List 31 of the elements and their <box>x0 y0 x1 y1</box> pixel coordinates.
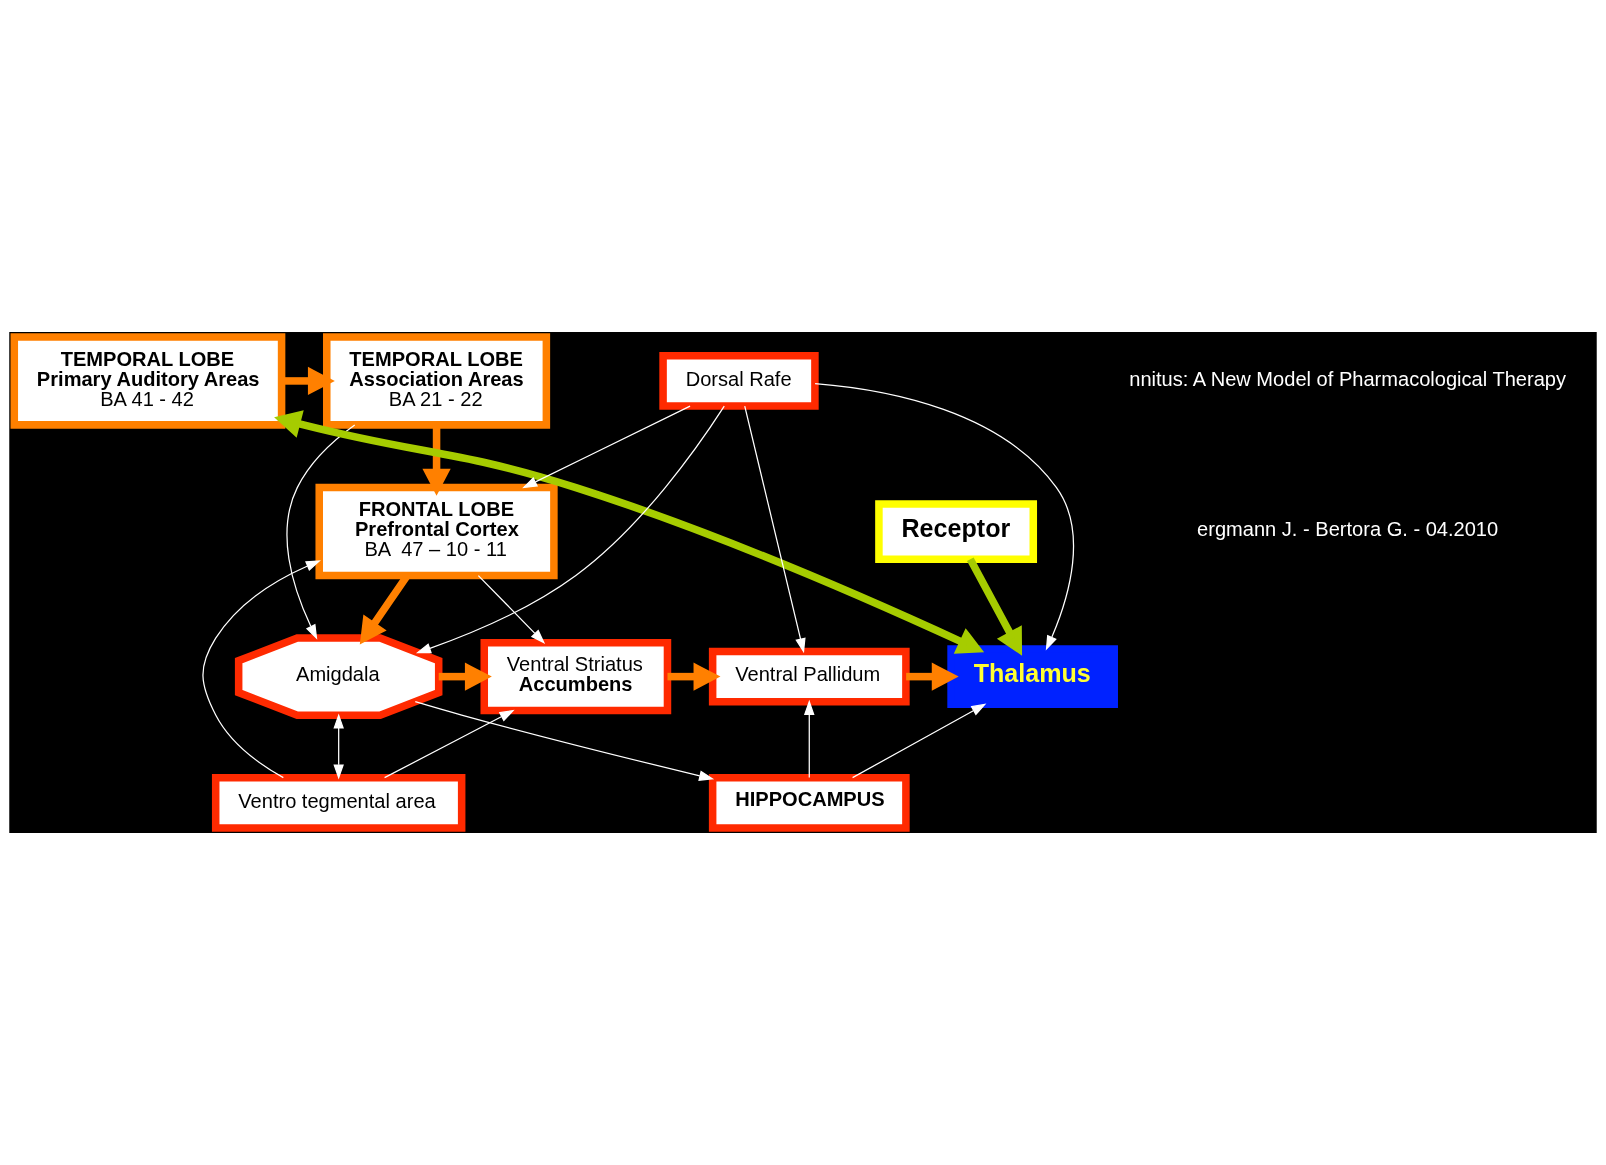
arrow <box>906 662 959 691</box>
arrow <box>282 366 335 396</box>
arrow <box>522 405 691 489</box>
node-box: TEMPORAL LOBE Association Areas BA 21 - 22 <box>323 333 551 429</box>
node-box: HIPPOCAMPUS <box>708 774 910 832</box>
arrow <box>851 703 987 779</box>
node-box: TEMPORAL LOBE Primary Auditory Areas BA 41 - 42 <box>10 333 286 429</box>
arrow <box>422 425 451 496</box>
arrow <box>744 405 806 654</box>
arrow <box>967 557 1023 656</box>
arrow <box>383 709 515 779</box>
arrow <box>415 405 725 654</box>
arrow <box>814 383 1075 651</box>
arrow <box>667 662 721 691</box>
arrow <box>286 424 356 640</box>
arrow <box>274 410 985 654</box>
label: ergmann J. - Bertora G. - 04.2010 <box>1197 518 1499 541</box>
arrow <box>438 662 492 691</box>
node-box: Thalamus <box>947 645 1118 708</box>
arrow <box>333 713 344 780</box>
arrow <box>477 574 546 644</box>
node-box: Receptor <box>875 500 1038 563</box>
node-box: Dorsal Rafe <box>659 352 819 410</box>
arrow <box>804 699 815 779</box>
node-box: Ventral Pallidum <box>708 647 910 706</box>
node-box: Ventral Striatus Accumbens <box>480 638 672 715</box>
arrow <box>414 701 715 781</box>
arrow <box>202 560 321 779</box>
node-box: FRONTAL LOBE Prefrontal Cortex BA 47 – 10 - 11 <box>315 483 558 580</box>
label: nnitus: A New Model of Pharmacological Therapy <box>1129 367 1567 390</box>
node-box: Ventro tegmental area <box>211 774 466 832</box>
